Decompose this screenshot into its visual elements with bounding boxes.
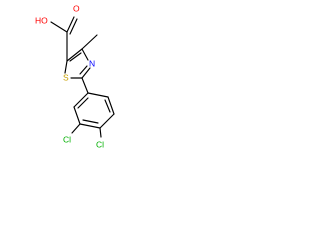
hydroxyl-label: HO xyxy=(35,15,48,25)
bond-c2p-c3p xyxy=(73,106,81,125)
bond-c6p-c1p xyxy=(87,92,109,98)
bond-carboxyl-c-o-double-2 xyxy=(69,18,78,35)
bond-benzene-inner-1 xyxy=(77,97,89,109)
bond-carboxyl-c-o-double-1 xyxy=(66,16,75,33)
bond-c4-methyl xyxy=(81,34,98,50)
bond-n3-c2-inner xyxy=(79,65,88,75)
chlorine-3-label: Cl xyxy=(63,134,71,144)
bond-c5-c4 xyxy=(66,48,83,62)
bond-carboxyl-c-oh xyxy=(50,21,68,33)
bond-c1p-c2p xyxy=(73,92,89,108)
sulfur-label: S xyxy=(63,72,69,82)
nitrogen-label: N xyxy=(89,58,95,68)
bond-c3p-c4p xyxy=(79,123,101,129)
carbonyl-oxygen-label: O xyxy=(73,3,80,13)
bond-c5-c4-inner xyxy=(69,52,82,62)
bond-s1-c5 xyxy=(64,60,68,74)
bond-benzene-inner-2 xyxy=(82,119,99,124)
bond-c4-n3 xyxy=(81,48,89,61)
bond-c5p-c6p xyxy=(107,96,115,115)
bond-n3-c2 xyxy=(81,67,91,79)
bond-benzene-inner-3 xyxy=(104,99,111,113)
chlorine-4-label: Cl xyxy=(96,139,104,149)
structure-canvas: HO O S N Cl Cl xyxy=(0,0,150,150)
bond-c4p-c5p xyxy=(99,113,115,129)
bond-c4p-cl xyxy=(99,127,102,138)
molecule-drawing: HO O S N Cl Cl xyxy=(35,3,115,149)
bond-c3p-cl xyxy=(71,123,81,134)
bond-c2-c1-prime xyxy=(81,77,89,94)
